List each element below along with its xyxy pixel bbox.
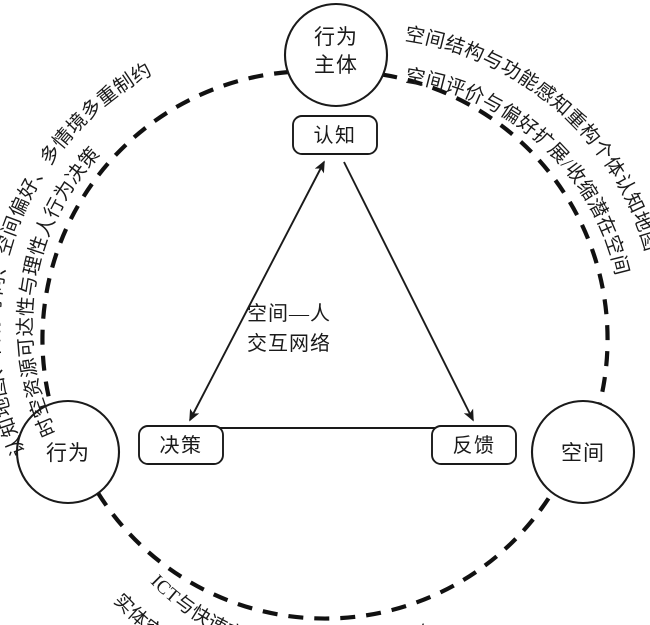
center-label-line-1: 空间—人 bbox=[247, 302, 331, 325]
node-behavior-circle[interactable] bbox=[15, 399, 121, 505]
arc-label-right-inner: 空间评价与偏好扩展/收缩潜在空间 bbox=[404, 65, 633, 278]
box-cognition-label: 认知 bbox=[314, 124, 357, 147]
box-decision-label: 决策 bbox=[160, 434, 203, 457]
center-label: 空间—人 交互网络 bbox=[247, 302, 331, 355]
node-actor-label-line-2: 主体 bbox=[314, 53, 358, 77]
box-decision-rect[interactable] bbox=[138, 425, 224, 465]
node-behavior[interactable]: 行为 bbox=[15, 399, 121, 505]
arc-label-right-inner-text: 空间评价与偏好扩展/收缩潜在空间 bbox=[404, 65, 632, 278]
interaction-triangle bbox=[185, 160, 478, 429]
node-behavior-label: 行为 bbox=[46, 441, 90, 465]
node-actor-label-line-1: 行为 bbox=[314, 25, 358, 49]
node-actor-circle[interactable] bbox=[283, 2, 389, 108]
node-space-label: 空间 bbox=[561, 441, 605, 465]
arc-label-left-outer-text: 认知地图、目标导向、空间偏好、多情境多重制约 bbox=[0, 59, 155, 459]
node-actor[interactable]: 行为 主体 bbox=[283, 2, 389, 108]
arrow-cognition-feedback bbox=[343, 161, 474, 422]
arrow-cognition-decision bbox=[189, 160, 325, 422]
box-cognition[interactable]: 认知 bbox=[292, 115, 378, 155]
box-cognition-rect[interactable] bbox=[292, 115, 378, 155]
arc-label-left-outer: 认知地图、目标导向、空间偏好、多情境多重制约 bbox=[0, 59, 156, 459]
dashed-arc-right bbox=[360, 69, 610, 418]
dashed-arc-bottom bbox=[96, 491, 554, 621]
box-feedback[interactable]: 反馈 bbox=[431, 425, 517, 465]
outer-dashed-ring bbox=[40, 69, 610, 621]
box-feedback-rect[interactable] bbox=[431, 425, 517, 465]
node-space[interactable]: 空间 bbox=[530, 399, 636, 505]
box-decision[interactable]: 决策 bbox=[138, 425, 224, 465]
node-space-circle[interactable] bbox=[530, 399, 636, 505]
box-feedback-label: 反馈 bbox=[453, 434, 496, 457]
dashed-arc-left bbox=[40, 69, 290, 418]
center-label-line-2: 交互网络 bbox=[247, 332, 331, 355]
